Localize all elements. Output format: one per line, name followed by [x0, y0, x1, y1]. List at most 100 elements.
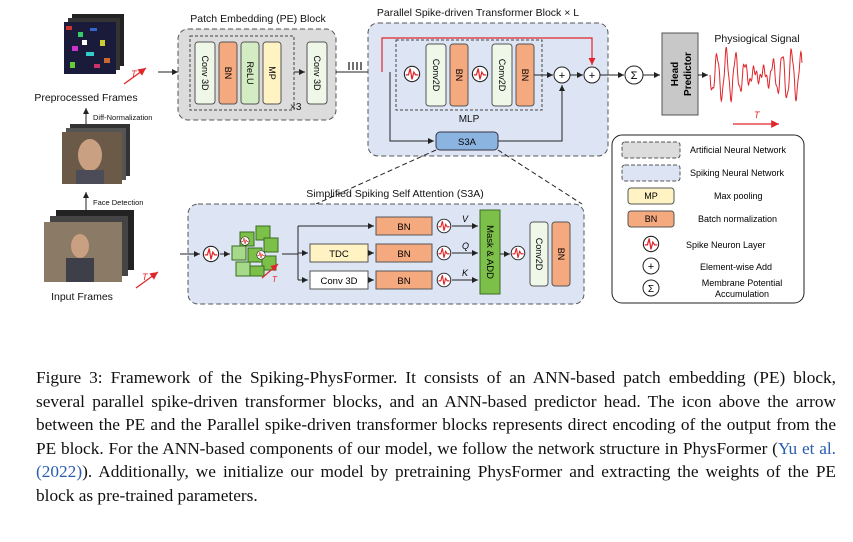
legend-add: + Element-wise Add	[642, 257, 772, 275]
pe-layer-mp: MP	[262, 41, 282, 105]
s3a-t-symbol: T	[272, 275, 278, 284]
t-symbol-top: T	[131, 69, 138, 79]
svg-text:BN: BN	[397, 276, 410, 287]
svg-text:+: +	[648, 261, 654, 273]
legend-snn: Spiking Neural Network	[621, 164, 785, 182]
q-tag: Q	[462, 241, 469, 251]
framework-figure: Preprocessed Frames Diff-Normalization F…	[34, 7, 805, 305]
s3a-title: Simplified Spiking Self Attention (S3A)	[306, 188, 483, 200]
svg-text:S3A: S3A	[458, 137, 477, 148]
pe-layer-bn: BN	[218, 41, 238, 105]
face-frames	[62, 124, 130, 184]
svg-text:MP: MP	[644, 191, 658, 201]
k-tag: K	[462, 268, 469, 278]
direct-encoding-icon	[348, 62, 362, 70]
pe-tail-conv3d: Conv 3D	[306, 41, 328, 105]
figure-caption: Figure 3: Framework of the Spiking-PhysF…	[36, 366, 836, 508]
preprocessed-frames-label: Preprocessed Frames	[34, 92, 137, 104]
svg-text:BN: BN	[397, 249, 410, 260]
mlp-conv2d-1: Conv2D	[425, 43, 447, 107]
svg-text:Spiking Neural Network: Spiking Neural Network	[690, 168, 785, 178]
spike-neuron-icon	[202, 245, 220, 263]
svg-text:BN: BN	[645, 214, 658, 224]
s3a-conv2d: Conv2D	[529, 221, 549, 287]
spike-neuron-icon	[256, 250, 266, 260]
svg-text:Predictor: Predictor	[683, 52, 694, 96]
svg-text:+: +	[589, 70, 595, 82]
add-node-1: +	[553, 66, 571, 84]
mask-add-block: Mask & ADD	[479, 209, 501, 295]
svg-text:BN: BN	[397, 222, 410, 233]
zoom-line-right	[497, 149, 583, 205]
pe-block-title: Patch Embedding (PE) Block	[190, 13, 326, 25]
bn-q: BN	[375, 243, 433, 263]
citation-link[interactable]: Yu et al. (2022)	[36, 438, 836, 482]
svg-text:MP: MP	[267, 66, 277, 80]
legend-mp: MP Max pooling	[627, 187, 763, 205]
pe-repeat-box	[189, 35, 295, 111]
spike-neuron-icon	[240, 236, 250, 246]
t-arrow-bottom	[135, 271, 159, 289]
bn-v: BN	[375, 216, 433, 236]
svg-text:BN: BN	[520, 69, 530, 82]
preprocessed-frames	[64, 14, 124, 74]
svg-text:Conv 3D: Conv 3D	[321, 276, 358, 287]
s3a-out-arrow	[498, 85, 565, 142]
mlp-bn-2: BN	[515, 43, 535, 107]
svg-text:Batch normalization: Batch normalization	[698, 214, 777, 224]
conv3d-op: Conv 3D	[309, 270, 369, 290]
svg-text:BN: BN	[223, 67, 233, 80]
spike-neuron-icon	[403, 65, 421, 83]
svg-text:BN: BN	[454, 69, 464, 82]
caption-text-2: ). Additionally, we initialize our model…	[36, 462, 836, 505]
zoom-line-left	[315, 149, 437, 205]
svg-text:Accumulation: Accumulation	[715, 289, 769, 299]
t-arrow-top	[123, 67, 147, 85]
bn-k: BN	[375, 270, 433, 290]
pe-repeat-label: ×3	[290, 102, 302, 113]
pe-layer-conv3d: Conv 3D	[194, 41, 216, 105]
svg-text:+: +	[559, 70, 565, 82]
svg-text:TDC: TDC	[329, 249, 349, 260]
v-tag: V	[462, 214, 469, 224]
caption-text-1: Figure 3: Framework of the Spiking-PhysF…	[36, 368, 836, 458]
residual-path	[381, 37, 596, 72]
mlp-conv2d-2: Conv2D	[491, 43, 513, 107]
svg-text:Conv2D: Conv2D	[534, 238, 544, 271]
spike-neuron-icon	[471, 65, 489, 83]
svg-text:Conv 3D: Conv 3D	[312, 55, 322, 91]
pe-layer-relu: ReLU	[240, 41, 260, 105]
legend-spike-icon	[642, 235, 660, 253]
spike-neuron-icon	[436, 272, 452, 288]
t-symbol-bottom: T	[142, 272, 149, 282]
legend-membrane: Σ Membrane Potential Accumulation	[642, 278, 783, 299]
svg-text:Membrane Potential: Membrane Potential	[702, 278, 783, 288]
svg-text:Element-wise Add: Element-wise Add	[700, 262, 772, 272]
svg-text:Σ: Σ	[648, 284, 654, 295]
s3a-bn: BN	[551, 221, 571, 287]
noise-pattern	[66, 26, 110, 68]
legend-spike-label: Spike Neuron Layer	[686, 240, 766, 250]
s3a-in-arrow	[389, 72, 434, 144]
mlp-bn-1: BN	[449, 43, 469, 107]
svg-text:Artificial Neural Network: Artificial Neural Network	[690, 145, 787, 155]
svg-text:Head: Head	[670, 62, 681, 86]
s3a-node: S3A	[435, 131, 499, 151]
svg-text:Mask & ADD: Mask & ADD	[484, 225, 495, 279]
mlp-label: MLP	[459, 114, 480, 125]
input-frames-label: Input Frames	[51, 291, 113, 303]
signal-t-symbol: T	[754, 110, 761, 120]
sigma-node: Σ	[624, 65, 644, 85]
svg-text:Conv2D: Conv2D	[497, 59, 507, 92]
spike-neuron-icon	[436, 245, 452, 261]
legend-bn: BN Batch normalization	[627, 210, 777, 228]
tdc-op: TDC	[309, 243, 369, 263]
svg-text:Σ: Σ	[631, 70, 638, 82]
input-frames	[44, 210, 134, 282]
add-node-2: +	[583, 66, 601, 84]
svg-text:Max pooling: Max pooling	[714, 191, 763, 201]
signal-title: Physiogical Signal	[714, 33, 799, 45]
svg-text:Conv 3D: Conv 3D	[200, 55, 210, 91]
legend-ann: Artificial Neural Network	[621, 141, 787, 159]
spike-neuron-icon	[436, 218, 452, 234]
